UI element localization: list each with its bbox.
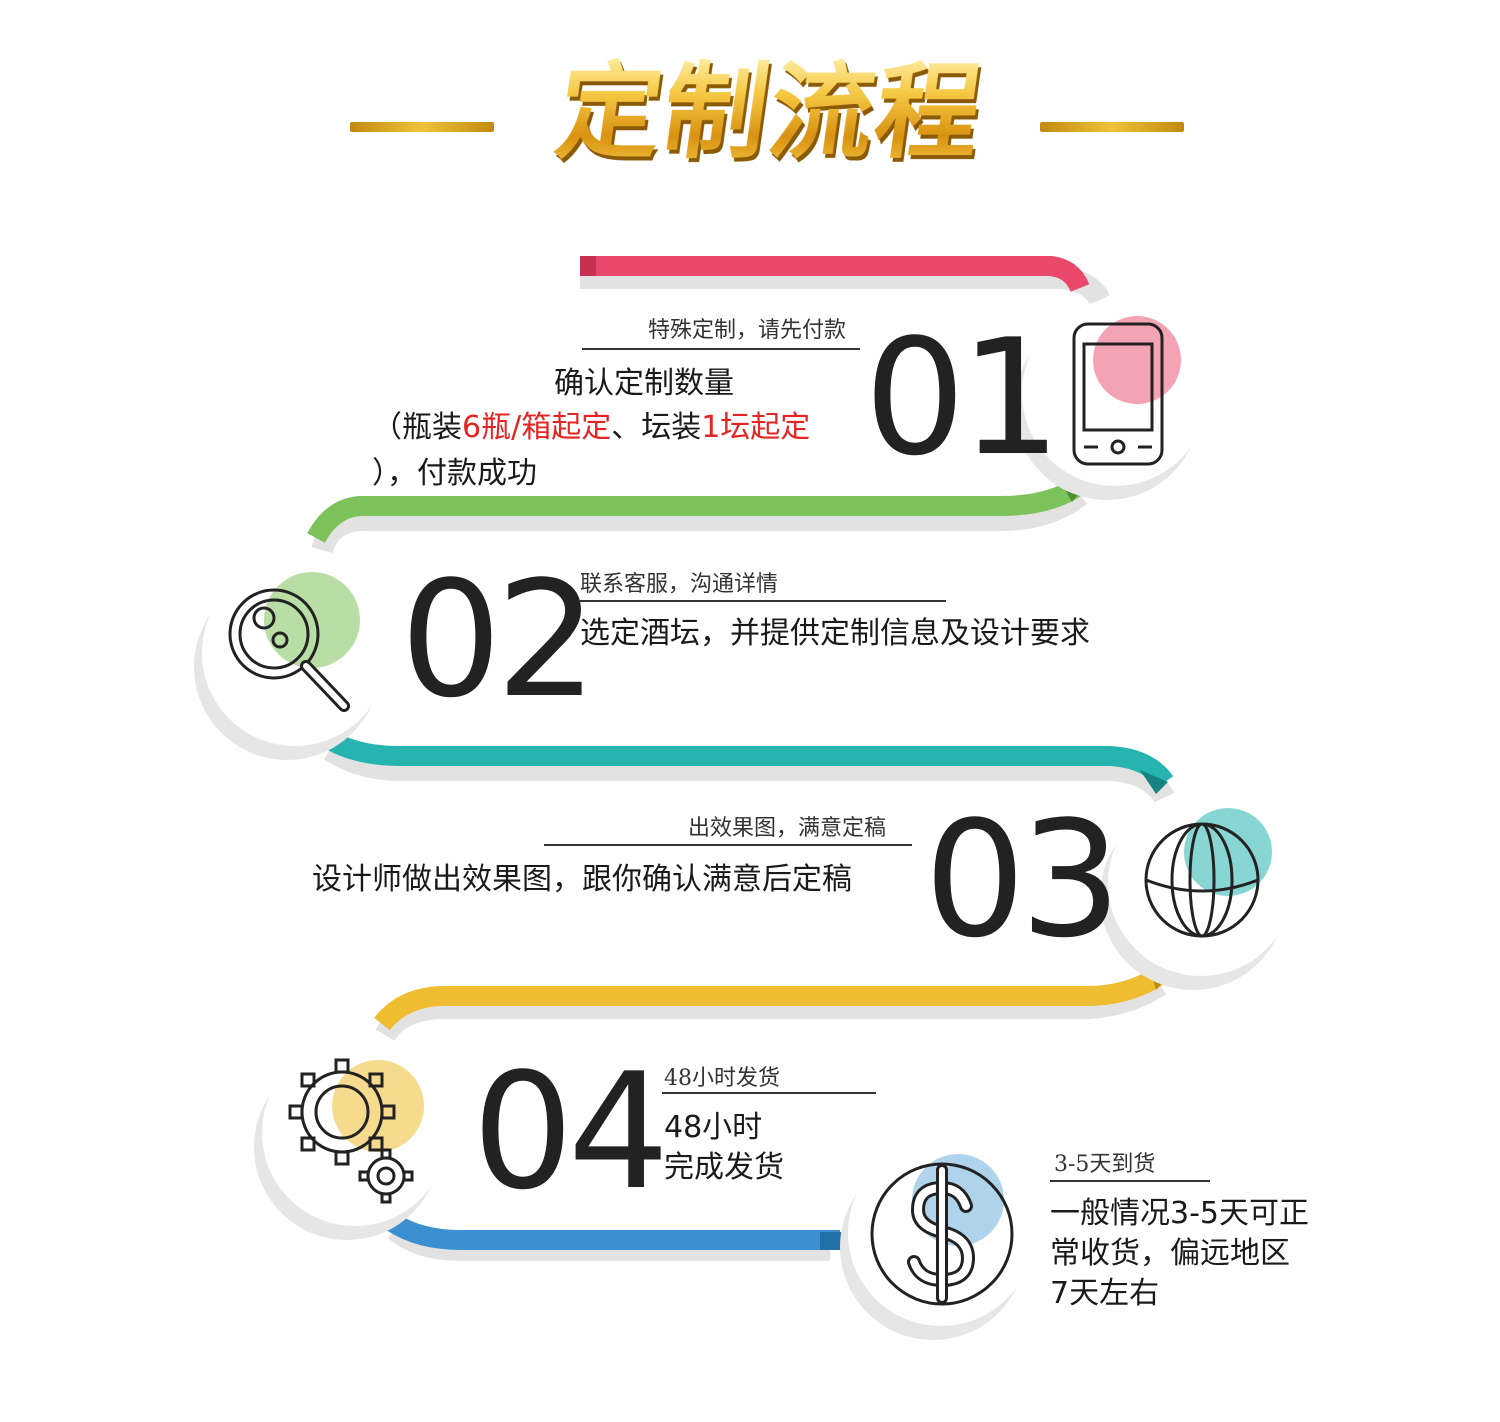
magnifier-icon: [228, 572, 360, 712]
step-05-rule: [1050, 1180, 1210, 1182]
step-05-icon-circle: [848, 1140, 1034, 1326]
step-01-line2-red2: 1坛起定: [701, 410, 811, 445]
dollar-icon: [870, 1154, 1014, 1306]
step-01-line1: 确认定制数量: [554, 366, 734, 401]
step-03-subtitle: 出效果图，满意定稿: [688, 816, 887, 841]
gears-icon: [288, 1058, 424, 1204]
step-03-icon-circle: [1108, 790, 1294, 976]
step-05-subtitle: 3-5天到货: [1054, 1152, 1156, 1177]
step-02-subtitle: 联系客服，沟通详情: [580, 572, 779, 597]
step-01-icon-circle: [1022, 300, 1208, 486]
step-02-body: 选定酒坛，并提供定制信息及设计要求: [580, 616, 1090, 651]
step-04-body-line1: 48小时: [664, 1110, 763, 1145]
step-03-number: 03: [924, 786, 1122, 973]
smartphone-icon: [1072, 316, 1181, 466]
step-03-rule: [544, 844, 912, 846]
step-04-number: 04: [472, 1038, 670, 1225]
step-04-icon-circle: [262, 1040, 448, 1226]
step-01-line2: （瓶装6瓶/箱起定、坛装1坛起定: [372, 406, 810, 450]
step-01-line2-a: （瓶装: [372, 410, 462, 445]
step-05-body-line3: 7天左右: [1050, 1276, 1160, 1311]
step-01-rule: [582, 348, 860, 350]
step-04-subtitle: 48小时发货: [664, 1066, 780, 1091]
step-05-body-line1: 一般情况3-5天可正: [1050, 1196, 1309, 1231]
globe-icon: [1144, 808, 1272, 938]
step-01-line3: ），付款成功: [372, 456, 537, 491]
step-01-subtitle: 特殊定制，请先付款: [648, 318, 847, 343]
title-rule-right: [1040, 122, 1184, 132]
step-04-body-line2: 完成发货: [664, 1150, 784, 1185]
step-02-rule: [578, 600, 946, 602]
step-02-icon-circle: [202, 560, 388, 746]
step-03-body: 设计师做出效果图，跟你确认满意后定稿: [312, 862, 852, 897]
step-04-rule: [662, 1092, 876, 1094]
step-01-number: 01: [864, 304, 1062, 491]
title-rule-left: [350, 122, 494, 132]
step-01-line2-red1: 6瓶/箱起定: [462, 410, 612, 445]
step-02-number: 02: [400, 546, 598, 733]
step-01-line2-b: 、坛装: [611, 410, 702, 445]
step-05-body-line2: 常收货，偏远地区: [1050, 1236, 1290, 1271]
